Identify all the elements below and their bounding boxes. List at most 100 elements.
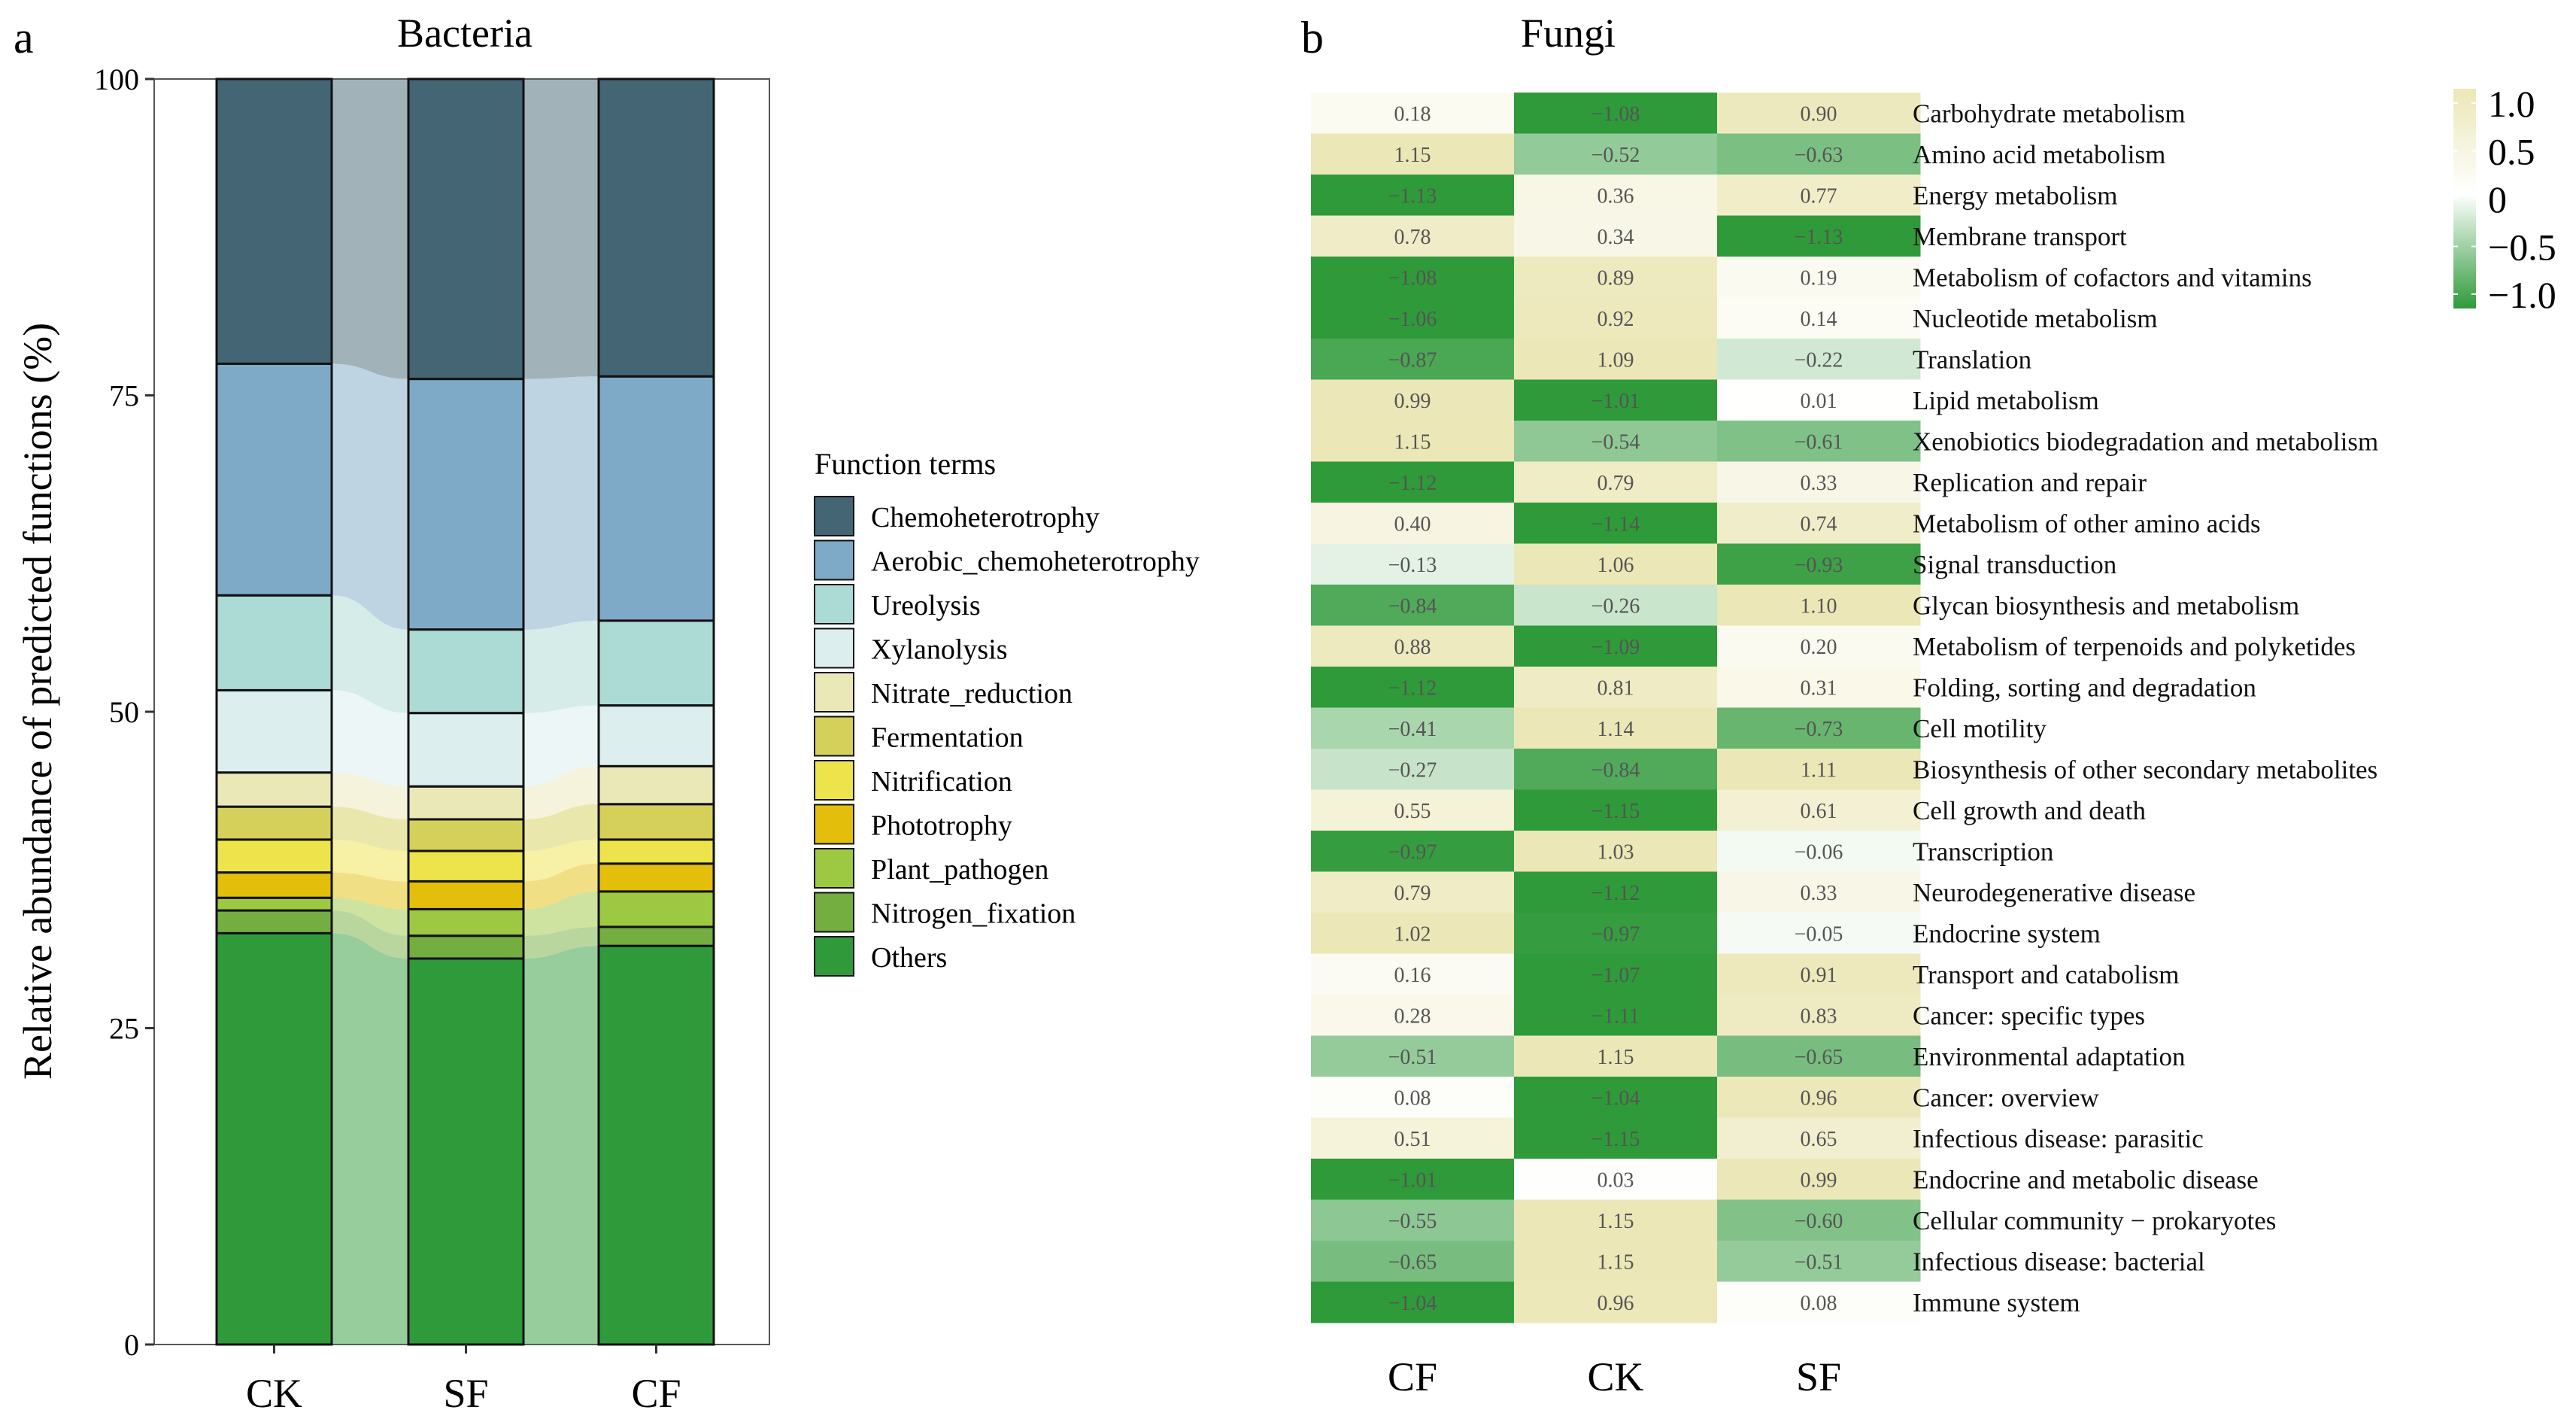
heat-value-xenobiotics-biodegradation-and-metabolism-sf: −0.61 [1795, 430, 1843, 454]
legend-swatch-nitrification [814, 760, 854, 801]
heat-value-folding-sorting-and-degradation-cf: −1.12 [1388, 676, 1437, 700]
heat-cell-neurodegenerative-disease-cf [1311, 871, 1515, 913]
heat-value-lipid-metabolism-sf: 0.01 [1801, 390, 1837, 413]
row-label-nucleotide-metabolism: Nucleotide metabolism [1913, 304, 2158, 333]
heat-value-metabolism-of-terpenoids-and-polyketides-cf: 0.88 [1394, 636, 1431, 659]
bar-cf-fermentation [597, 803, 715, 841]
flow-aerobic-chemoheterotrophy-1 [523, 376, 599, 630]
heat-cell-biosynthesis-of-other-secondary-metabolites-cf [1311, 749, 1515, 790]
bar-cf-nitrate-reduction [597, 764, 715, 806]
heat-value-metabolism-of-cofactors-and-vitamins-sf: 0.19 [1801, 266, 1837, 290]
heat-cell-replication-and-repair-ck [1514, 461, 1718, 503]
flow-chemoheterotrophy-1 [523, 79, 599, 379]
heat-cell-transport-and-catabolism-sf [1717, 953, 1921, 995]
legend-swatch-phototrophy [814, 804, 854, 845]
heat-value-biosynthesis-of-other-secondary-metabolites-ck: −0.84 [1591, 758, 1640, 782]
bar-sf-aerobic-chemoheterotrophy [407, 378, 525, 631]
heat-value-endocrine-system-sf: −0.05 [1795, 922, 1843, 946]
heat-cell-cancer-specific-types-sf [1717, 995, 1921, 1036]
heat-cell-biosynthesis-of-other-secondary-metabolites-ck [1514, 749, 1718, 790]
heat-value-endocrine-and-metabolic-disease-cf: −1.01 [1388, 1168, 1437, 1192]
heat-value-energy-metabolism-cf: −1.13 [1388, 184, 1437, 208]
heat-value-endocrine-system-ck: −0.97 [1591, 922, 1640, 946]
heat-value-cell-growth-and-death-ck: −1.15 [1591, 800, 1640, 823]
x-tick-label-sf: SF [443, 1371, 488, 1416]
heat-value-cancer-overview-sf: 0.96 [1801, 1086, 1837, 1110]
heat-value-amino-acid-metabolism-cf: 1.15 [1394, 144, 1431, 167]
legend-swatch-aerobic-chemoheterotrophy [814, 539, 854, 581]
heat-value-cancer-specific-types-cf: 0.28 [1394, 1004, 1431, 1028]
bar-ck-nitrate-reduction [215, 771, 333, 808]
heat-cell-glycan-biosynthesis-and-metabolism-sf [1717, 585, 1921, 626]
heat-cell-signal-transduction-cf [1311, 543, 1515, 585]
y-axis-label: Relative abundance of predicted function… [15, 323, 60, 1080]
heat-value-carbohydrate-metabolism-cf: 0.18 [1394, 102, 1431, 126]
heat-value-biosynthesis-of-other-secondary-metabolites-sf: 1.11 [1801, 758, 1837, 782]
heat-value-amino-acid-metabolism-ck: −0.52 [1591, 144, 1640, 167]
flow-nitrogen-fixation-1 [523, 926, 599, 959]
heat-cell-lipid-metabolism-ck [1514, 379, 1718, 421]
bar-ck-others [215, 931, 333, 1346]
bar-sf-plant-pathogen [407, 907, 525, 937]
heat-cell-folding-sorting-and-degradation-ck [1514, 667, 1718, 708]
heat-value-cell-growth-and-death-cf: 0.55 [1394, 800, 1431, 823]
heat-value-glycan-biosynthesis-and-metabolism-sf: 1.10 [1801, 594, 1837, 618]
legend-swatch-others [814, 936, 854, 977]
heat-value-infectious-disease-bacterial-cf: −0.65 [1388, 1250, 1437, 1274]
heat-cell-cellular-community-prokaryotes-sf [1717, 1199, 1921, 1241]
heat-cell-cell-growth-and-death-ck [1514, 789, 1718, 831]
heat-value-metabolism-of-cofactors-and-vitamins-cf: −1.08 [1388, 266, 1437, 290]
heat-cell-metabolism-of-terpenoids-and-polyketides-cf [1311, 625, 1515, 667]
bar-ck-nitrogen-fixation [215, 909, 333, 934]
colorbar: 1.00.50−0.5−1.0 [2453, 83, 2556, 316]
heat-cell-cancer-specific-types-ck [1514, 995, 1718, 1036]
heat-cell-xenobiotics-biodegradation-and-metabolism-sf [1717, 421, 1921, 462]
bar-ck-fermentation [215, 805, 333, 841]
row-label-energy-metabolism: Energy metabolism [1913, 181, 2118, 210]
heat-cell-environmental-adaptation-sf [1717, 1035, 1921, 1077]
heat-cell-metabolism-of-terpenoids-and-polyketides-sf [1717, 625, 1921, 667]
bar-ck-nitrification [215, 838, 333, 874]
flow-chemoheterotrophy-0 [332, 79, 408, 379]
heat-value-replication-and-repair-sf: 0.33 [1801, 472, 1837, 495]
heat-cell-nucleotide-metabolism-cf [1311, 297, 1515, 339]
heat-cell-replication-and-repair-sf [1717, 461, 1921, 503]
heat-cell-energy-metabolism-ck [1514, 175, 1718, 216]
flow-fermentation-1 [523, 804, 599, 852]
row-label-membrane-transport: Membrane transport [1913, 222, 2127, 251]
heat-value-cancer-specific-types-ck: −1.11 [1591, 1004, 1640, 1028]
heat-cell-cancer-overview-sf [1717, 1077, 1921, 1118]
heat-cell-folding-sorting-and-degradation-cf [1311, 667, 1515, 708]
heat-cell-energy-metabolism-sf [1717, 175, 1921, 216]
x-tick-label-ck: CK [246, 1371, 302, 1416]
heat-value-cell-motility-ck: 1.14 [1597, 718, 1634, 741]
bar-cf-ureolysis [597, 619, 715, 707]
heat-value-nucleotide-metabolism-sf: 0.14 [1801, 308, 1837, 331]
heat-cell-metabolism-of-cofactors-and-vitamins-cf [1311, 257, 1515, 298]
heat-value-metabolism-of-other-amino-acids-sf: 0.74 [1801, 512, 1837, 536]
bar-cf-aerobic-chemoheterotrophy [597, 375, 715, 622]
row-label-xenobiotics-biodegradation-and-metabolism: Xenobiotics biodegradation and metabolis… [1913, 427, 2378, 456]
heat-value-xenobiotics-biodegradation-and-metabolism-ck: −0.54 [1591, 430, 1640, 454]
heat-cell-carbohydrate-metabolism-cf [1311, 93, 1515, 134]
heat-value-metabolism-of-cofactors-and-vitamins-ck: 0.89 [1597, 266, 1634, 290]
flow-nitrate-reduction-1 [523, 766, 599, 819]
legend-label-fermentation: Fermentation [871, 722, 1024, 754]
heat-cell-metabolism-of-other-amino-acids-sf [1717, 503, 1921, 544]
bar-cf-nitrification [597, 838, 715, 865]
heat-cell-cell-growth-and-death-cf [1311, 789, 1515, 831]
row-label-lipid-metabolism: Lipid metabolism [1913, 386, 2099, 415]
col-label-sf: SF [1796, 1354, 1841, 1399]
heat-value-metabolism-of-terpenoids-and-polyketides-sf: 0.20 [1801, 636, 1837, 659]
heat-value-nucleotide-metabolism-ck: 0.92 [1597, 308, 1634, 331]
legend-swatch-ureolysis [814, 584, 854, 624]
heat-cell-translation-cf [1311, 339, 1515, 380]
heat-cell-immune-system-ck [1514, 1281, 1718, 1323]
heat-cell-infectious-disease-parasitic-ck [1514, 1117, 1718, 1159]
heat-cell-endocrine-and-metabolic-disease-sf [1717, 1159, 1921, 1200]
heat-value-energy-metabolism-sf: 0.77 [1801, 184, 1837, 208]
